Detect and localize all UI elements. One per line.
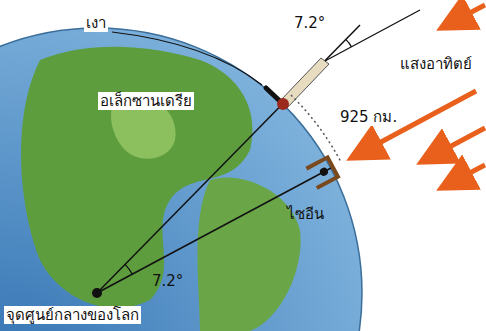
distance-label: 925 กม. [338,108,399,126]
city-label: อเล็กซานเดรีย [98,92,194,110]
sunlight-label: แสงอาทิตย์ [398,55,474,73]
shadow-label: เงา [84,14,108,32]
land [21,47,301,331]
angle-arc [346,40,352,47]
leader-line [112,32,262,85]
angle-arc [125,264,132,274]
earth [0,28,362,331]
radius-alexandria [97,25,360,293]
ray-line [325,10,420,61]
distance-arc [291,95,341,162]
angle-label: 7.2° [150,272,185,290]
angle-label: 7.2° [292,14,327,32]
radius-syene [97,168,331,293]
well [306,157,338,188]
earth-center [92,288,102,298]
sun-rays [355,5,485,186]
city-label: ไซอีน [285,205,326,223]
center-label: จุดศูนย์กลางของโลก [4,306,141,324]
alexandria-dot [277,98,289,110]
